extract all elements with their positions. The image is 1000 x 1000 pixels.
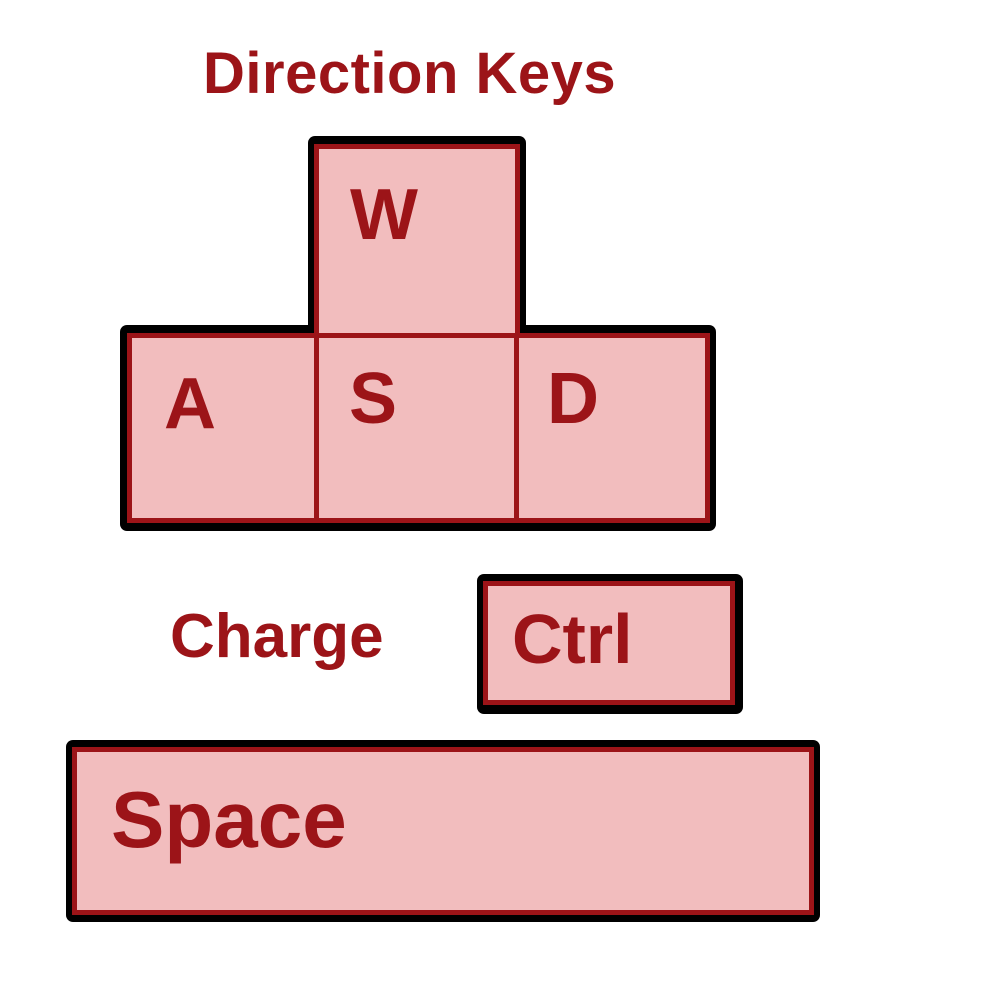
w-key[interactable]: W: [314, 144, 520, 340]
s-key-label: S: [349, 359, 398, 439]
ctrl-key-label: Ctrl: [512, 600, 633, 678]
w-key-label: W: [350, 175, 418, 255]
a-key-label: A: [164, 364, 216, 444]
charge-action-label: Charge: [170, 602, 384, 671]
d-key[interactable]: D: [514, 333, 710, 523]
a-key[interactable]: A: [127, 333, 323, 523]
s-key[interactable]: S: [314, 333, 522, 523]
d-key-label: D: [547, 359, 599, 439]
space-key-label: Space: [111, 775, 347, 864]
space-key[interactable]: Space: [72, 747, 814, 915]
ctrl-key[interactable]: Ctrl: [483, 581, 735, 705]
direction-keys-title: Direction Keys: [203, 41, 617, 106]
